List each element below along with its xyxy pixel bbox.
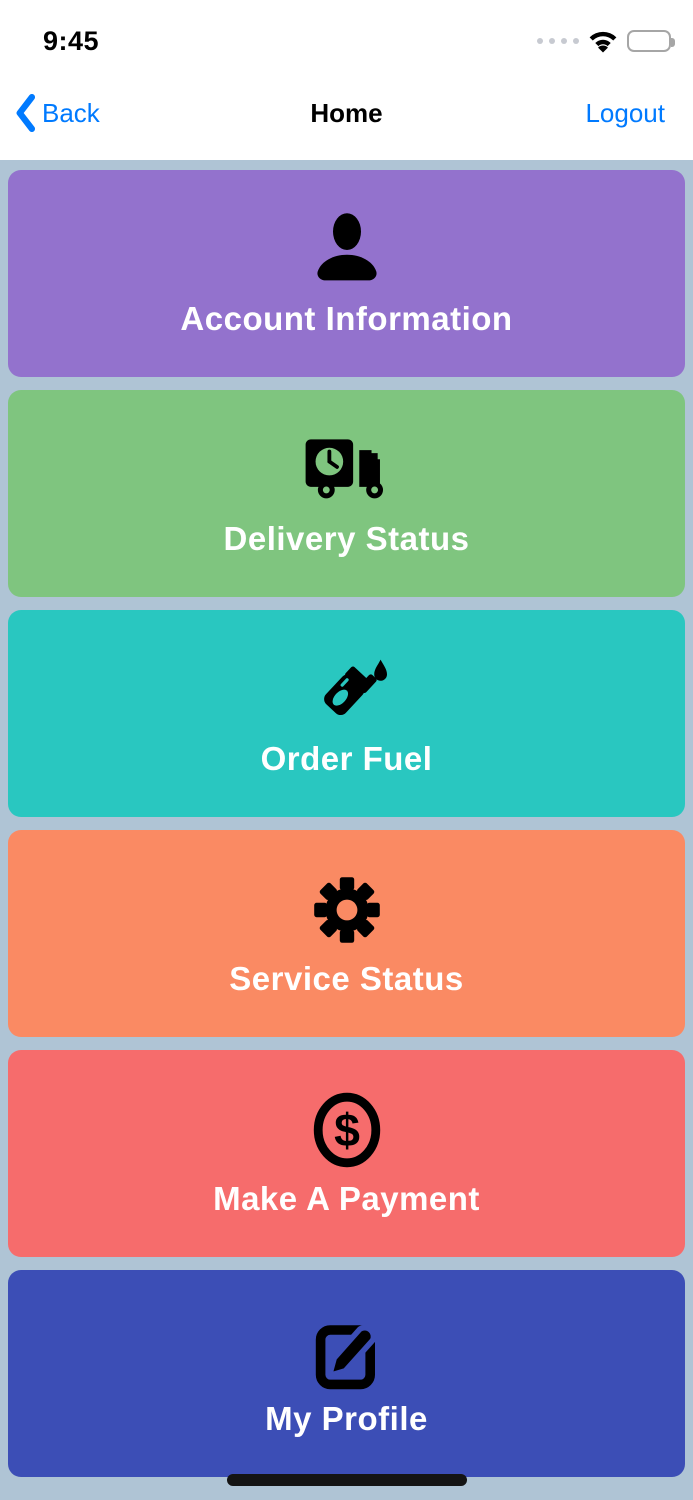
page-title: Home [310, 97, 383, 128]
card-label: Make A Payment [213, 1179, 480, 1217]
card-label: Account Information [180, 299, 513, 337]
chevron-left-icon [14, 94, 36, 132]
status-bar: 9:45 [0, 0, 693, 70]
truck-clock-icon [301, 430, 393, 510]
card-label: Order Fuel [260, 739, 433, 777]
card-label: My Profile [265, 1399, 428, 1437]
svg-text:$: $ [334, 1104, 360, 1156]
dollar-circle-icon: $ [307, 1090, 387, 1170]
home-indicator-handle[interactable] [226, 1474, 467, 1486]
card-my-profile[interactable]: My Profile [8, 1270, 685, 1477]
card-label: Service Status [229, 959, 464, 997]
cellular-signal-dots-icon [537, 38, 579, 44]
menu-card-list: Account Information Delivery Status [0, 160, 693, 1477]
fuel-nozzle-icon [307, 650, 387, 730]
wifi-icon [588, 30, 618, 53]
back-label: Back [42, 97, 100, 128]
edit-square-icon [307, 1310, 387, 1390]
card-order-fuel[interactable]: Order Fuel [8, 610, 685, 817]
card-delivery-status[interactable]: Delivery Status [8, 390, 685, 597]
clock-time: 9:45 [43, 25, 100, 56]
battery-icon [627, 30, 675, 52]
back-button[interactable]: Back [14, 94, 100, 132]
card-account-information[interactable]: Account Information [8, 170, 685, 377]
navigation-bar: Back Home Logout [0, 70, 693, 160]
logout-button[interactable]: Logout [585, 97, 665, 128]
user-icon [307, 210, 387, 290]
card-service-status[interactable]: Service Status [8, 830, 685, 1037]
gear-icon [307, 870, 387, 950]
card-label: Delivery Status [223, 519, 470, 557]
card-make-a-payment[interactable]: $ Make A Payment [8, 1050, 685, 1257]
status-icons [537, 30, 675, 53]
